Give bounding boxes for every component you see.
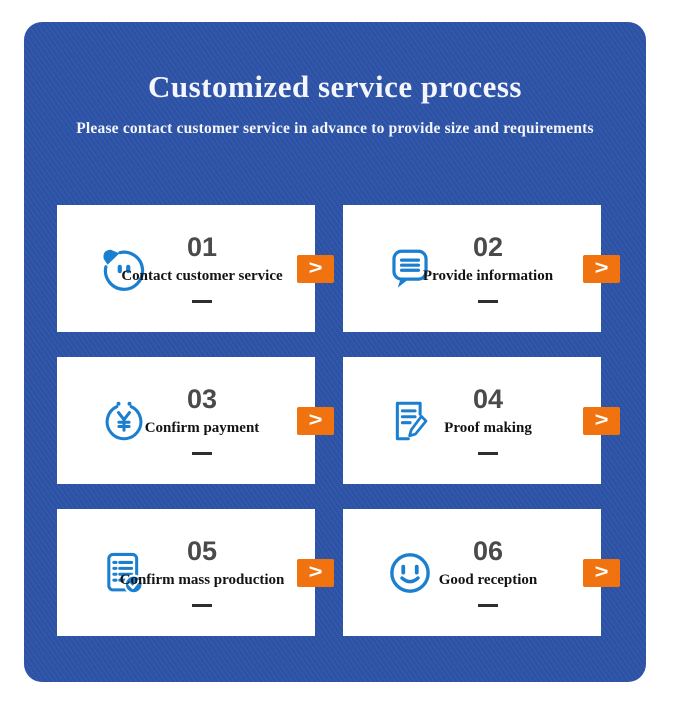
process-card: 01 Contact customer service > (57, 205, 334, 332)
step-label: Good reception (438, 572, 538, 588)
process-card: 02 Provide information > (343, 205, 620, 332)
step-text-column: 06 Good reception (343, 509, 601, 636)
process-grid: 01 Contact customer service > 02 Provide… (57, 205, 620, 636)
step-text-column: 03 Confirm payment (57, 357, 315, 484)
chevron-right-icon: > (308, 562, 323, 583)
chevron-right-icon: > (594, 410, 609, 431)
step-text-column: 05 Confirm mass production (57, 509, 315, 636)
chevron-right-icon: > (308, 410, 323, 431)
chevron-right-icon: > (594, 562, 609, 583)
step-number: 05 (186, 536, 218, 566)
divider-dash (192, 452, 212, 455)
next-step-button[interactable]: > (297, 406, 334, 435)
step-number: 03 (186, 384, 218, 414)
step-text-column: 01 Contact customer service (57, 205, 315, 332)
divider-dash (478, 300, 498, 303)
step-number: 04 (472, 384, 504, 414)
divider-dash (478, 452, 498, 455)
service-process-panel: Customized service process Please contac… (24, 22, 646, 682)
next-step-button[interactable]: > (297, 254, 334, 283)
step-label: Proof making (444, 420, 532, 436)
process-card: 03 Confirm payment > (57, 357, 334, 484)
next-step-button[interactable]: > (297, 558, 334, 587)
chevron-right-icon: > (308, 258, 323, 279)
divider-dash (192, 604, 212, 607)
page-subtitle: Please contact customer service in advan… (76, 120, 594, 138)
step-text-column: 04 Proof making (343, 357, 601, 484)
divider-dash (478, 604, 498, 607)
divider-dash (192, 300, 212, 303)
step-number: 01 (186, 232, 218, 262)
page-title: Customized service process (147, 69, 522, 104)
step-label: Contact customer service (121, 268, 283, 284)
step-label: Confirm mass production (119, 572, 285, 588)
process-card: 04 Proof making > (343, 357, 620, 484)
next-step-button[interactable]: > (583, 406, 620, 435)
step-number: 02 (472, 232, 504, 262)
process-card: 06 Good reception > (343, 509, 620, 636)
next-step-button[interactable]: > (583, 558, 620, 587)
step-number: 06 (472, 536, 504, 566)
next-step-button[interactable]: > (583, 254, 620, 283)
step-label: Provide information (422, 268, 554, 284)
chevron-right-icon: > (594, 258, 609, 279)
step-text-column: 02 Provide information (343, 205, 601, 332)
step-label: Confirm payment (144, 420, 260, 436)
process-card: 05 Confirm mass production > (57, 509, 334, 636)
